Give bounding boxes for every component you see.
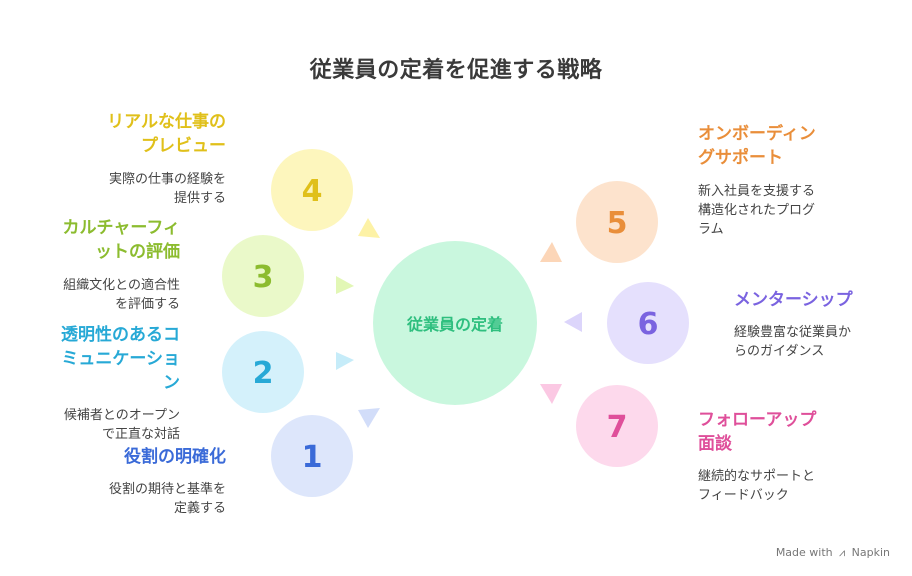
item-7-heading: フォローアップ 面談 xyxy=(698,410,817,454)
item-4-description: 実際の仕事の経験を 提供する xyxy=(108,172,226,206)
arrow-6 xyxy=(564,312,582,332)
footer-attribution: Made with ⩘ Napkin xyxy=(776,546,890,560)
made-with-label: Made with xyxy=(775,546,833,559)
item-6-description: 経験豊富な従業員か らのガイダンス xyxy=(734,325,852,359)
arrow-1 xyxy=(358,408,380,428)
circle-6 xyxy=(607,282,689,364)
item-3-heading: カルチャーフィ ットの評価 xyxy=(62,218,180,262)
number-3: 3 xyxy=(252,260,274,295)
arrow-4 xyxy=(358,218,380,238)
circle-5 xyxy=(576,181,658,263)
circle-7 xyxy=(576,385,658,467)
number-7: 7 xyxy=(606,410,628,445)
arrow-2 xyxy=(336,352,354,370)
number-4: 4 xyxy=(301,174,323,209)
number-6: 6 xyxy=(637,307,659,342)
center-label: 従業員の定着 xyxy=(406,315,503,334)
circle-1 xyxy=(271,415,353,497)
arrow-5 xyxy=(540,242,562,262)
item-3-description: 組織文化との適合性 を評価する xyxy=(63,278,180,312)
item-1-heading: 役割の明確化 xyxy=(124,447,226,467)
arrow-7 xyxy=(540,384,562,404)
item-6-heading: メンターシップ xyxy=(734,290,853,310)
napkin-logo-icon: ⩘ xyxy=(839,546,846,559)
item-2-heading: 透明性のあるコ ミュニケーショ ン xyxy=(61,325,180,393)
circle-2 xyxy=(222,331,304,413)
item-5-heading: オンボーディン グサポート xyxy=(698,124,816,168)
number-5: 5 xyxy=(606,206,628,241)
item-1-description: 役割の期待と基準を 定義する xyxy=(108,482,226,516)
circle-4 xyxy=(271,149,353,231)
item-4-heading: リアルな仕事の プレビュー xyxy=(107,112,226,156)
page-title: 従業員の定着を促進する戦略 xyxy=(309,58,603,83)
number-1: 1 xyxy=(301,440,323,475)
item-2-description: 候補者とのオープン で正直な対話 xyxy=(63,408,180,442)
arrow-3 xyxy=(336,276,354,294)
number-2: 2 xyxy=(252,356,274,391)
napkin-brand: Napkin xyxy=(851,546,890,559)
circle-3 xyxy=(222,235,304,317)
item-5-description: 新入社員を支援する 構造化されたプログ ラム xyxy=(698,184,816,237)
center-circle xyxy=(373,241,537,405)
item-7-description: 継続的なサポートと フィードバック xyxy=(698,469,816,503)
